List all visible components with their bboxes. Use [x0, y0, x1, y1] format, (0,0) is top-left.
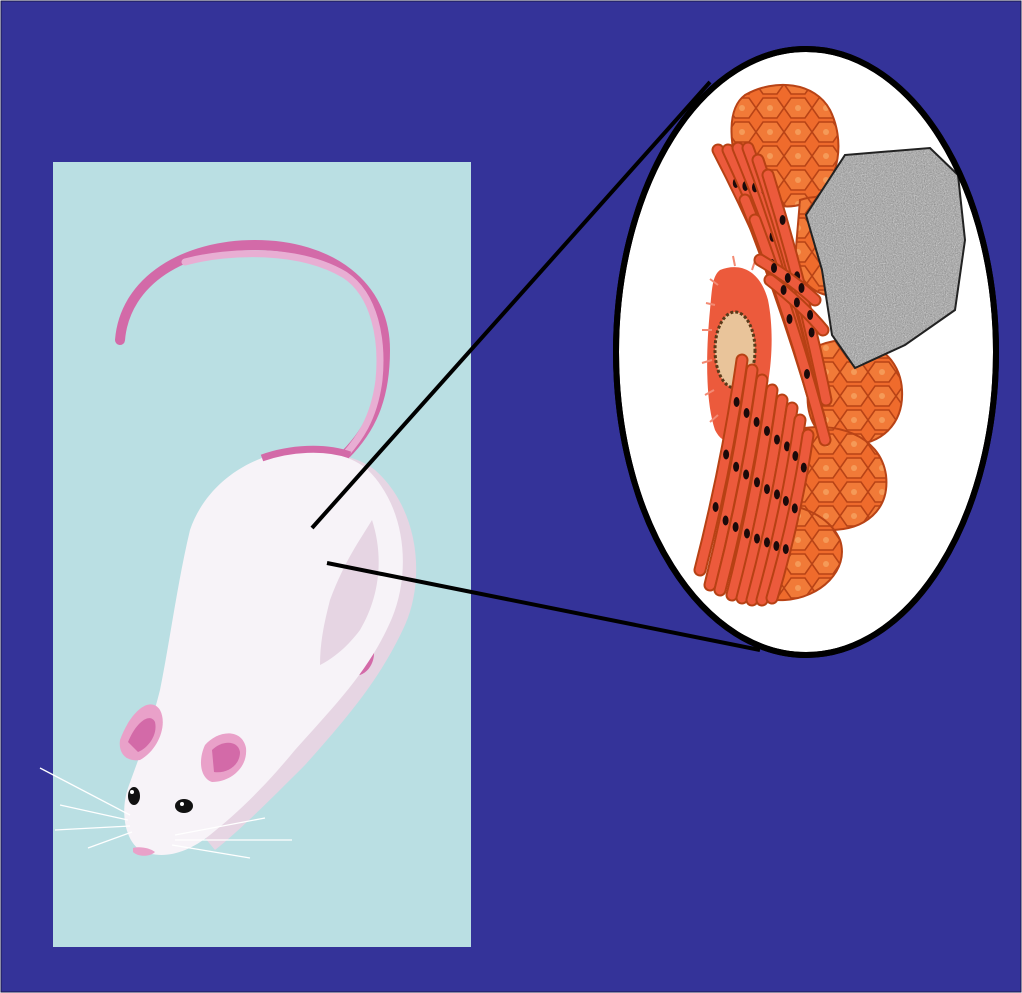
- muscle-nucleus: [783, 544, 789, 554]
- mouse-right-eye-glint: [180, 802, 184, 806]
- muscle-nucleus: [764, 537, 770, 547]
- muscle-nucleus: [804, 369, 810, 379]
- muscle-nucleus: [754, 417, 760, 427]
- muscle-nucleus: [780, 215, 786, 225]
- muscle-nucleus: [771, 263, 777, 273]
- muscle-nucleus: [807, 310, 813, 320]
- mouse-left-eye: [128, 787, 140, 805]
- muscle-nucleus: [733, 522, 739, 532]
- muscle-nucleus: [792, 451, 798, 461]
- muscle-nucleus: [723, 450, 729, 460]
- muscle-nucleus: [781, 285, 787, 295]
- muscle-nucleus: [744, 529, 750, 539]
- muscle-nucleus: [783, 496, 789, 506]
- muscle-nucleus: [787, 314, 793, 324]
- muscle-nucleus: [794, 298, 800, 308]
- muscle-nucleus: [744, 408, 750, 418]
- muscle-nucleus: [713, 502, 719, 512]
- muscle-nucleus: [754, 534, 760, 544]
- muscle-nucleus: [773, 541, 779, 551]
- muscle-nucleus: [764, 484, 770, 494]
- muscle-nucleus: [733, 462, 739, 472]
- muscle-nucleus: [799, 283, 805, 293]
- mouse-right-eye: [175, 799, 193, 813]
- muscle-nucleus: [754, 477, 760, 487]
- muscle-nucleus: [743, 470, 749, 480]
- mouse-left-eye-glint: [130, 790, 134, 794]
- muscle-nucleus: [774, 435, 780, 445]
- muscle-nucleus: [774, 489, 780, 499]
- muscle-nucleus: [764, 426, 770, 436]
- muscle-nucleus: [801, 463, 807, 473]
- muscle-nucleus: [792, 503, 798, 513]
- muscle-nucleus: [723, 516, 729, 526]
- muscle-nucleus: [785, 273, 791, 283]
- muscle-nucleus: [734, 397, 740, 407]
